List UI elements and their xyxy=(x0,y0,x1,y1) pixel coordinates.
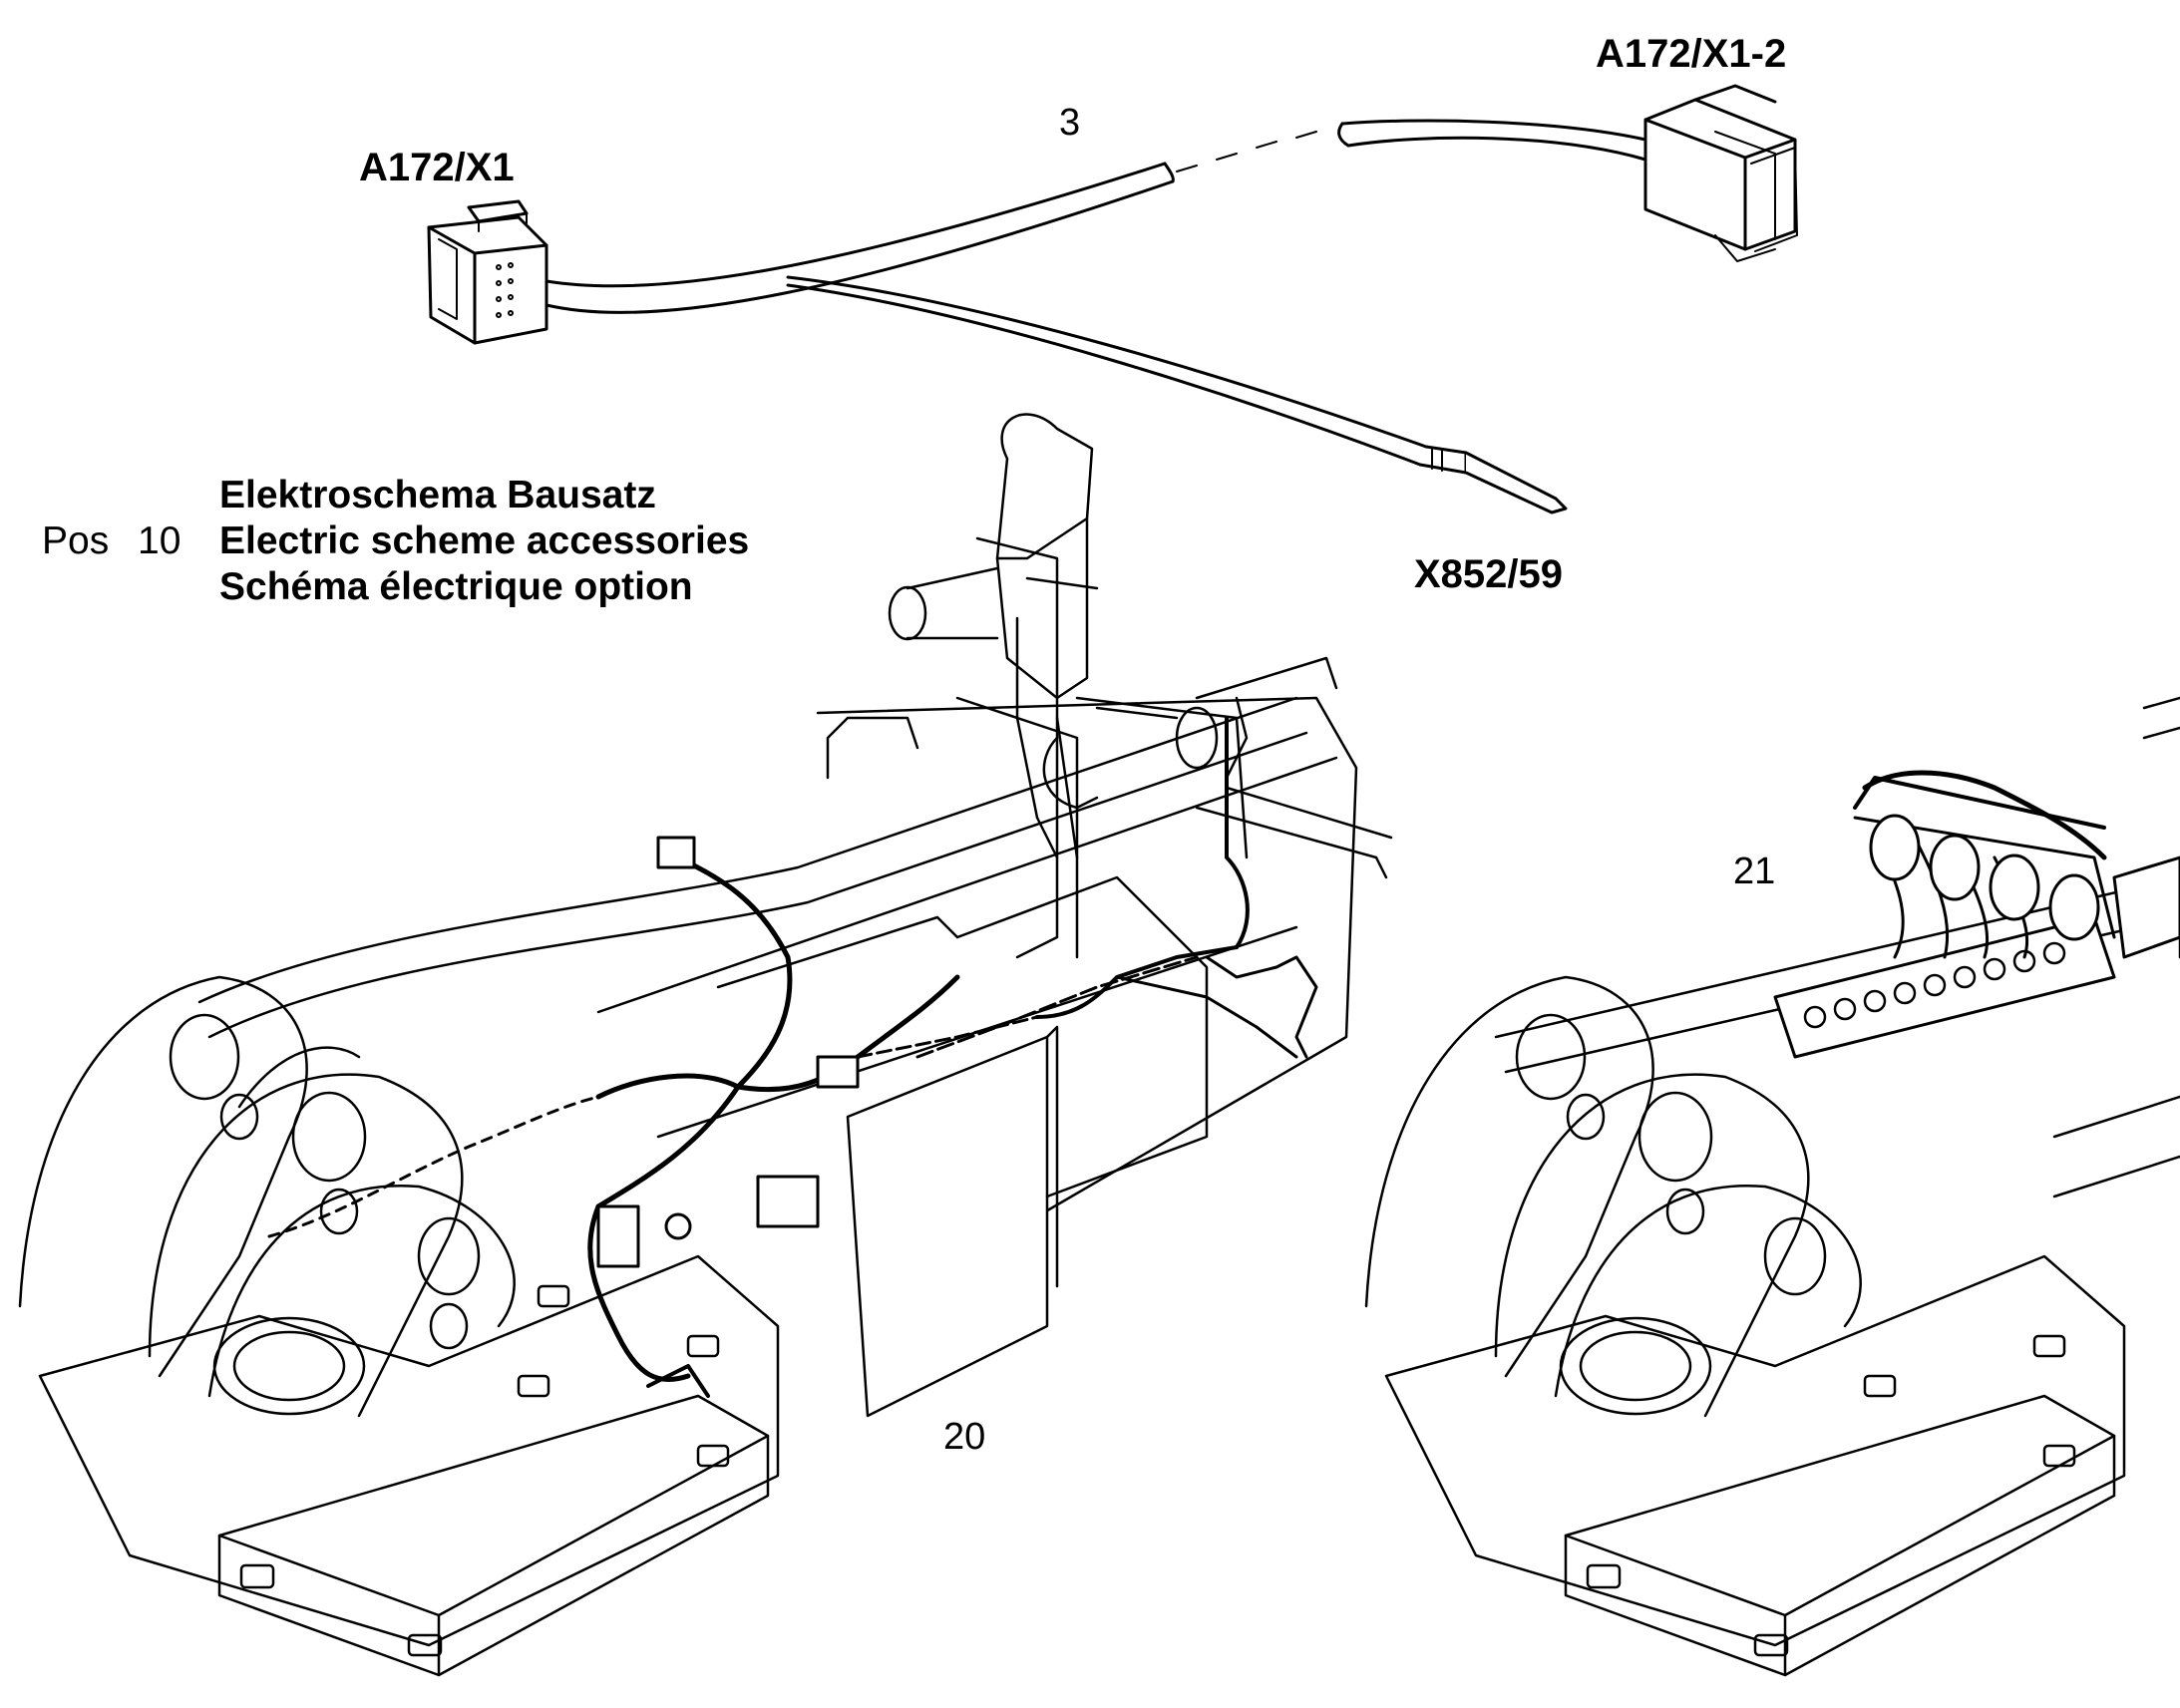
legend-position-number: 10 xyxy=(138,519,182,562)
label-connector-x852-59: X852/59 xyxy=(1414,552,1564,596)
label-connector-a172-x1-2: A172/X1-2 xyxy=(1596,32,1787,76)
label-connector-a172-x1: A172/X1 xyxy=(359,146,515,189)
label-item-valve-block: 21 xyxy=(1733,851,1776,892)
connector-a172-x1 xyxy=(427,199,548,345)
wiring-harness-20 xyxy=(267,716,1318,1398)
machine-frame-right xyxy=(1364,696,2180,1677)
label-item-harness: 20 xyxy=(943,1416,986,1458)
machine-frame-left xyxy=(18,413,1393,1677)
label-item-cable: 3 xyxy=(1059,102,1081,144)
cable-assembly xyxy=(427,84,1798,514)
legend-line-german: Elektroschema Bausatz xyxy=(219,474,656,516)
legend-line-french: Schéma électrique option xyxy=(219,565,693,608)
legend-prefix: Pos xyxy=(42,519,110,562)
connector-a172-x1-2 xyxy=(1643,84,1798,262)
legend-line-english: Electric scheme accessories xyxy=(219,519,750,562)
valve-block-21 xyxy=(1773,770,2180,1059)
